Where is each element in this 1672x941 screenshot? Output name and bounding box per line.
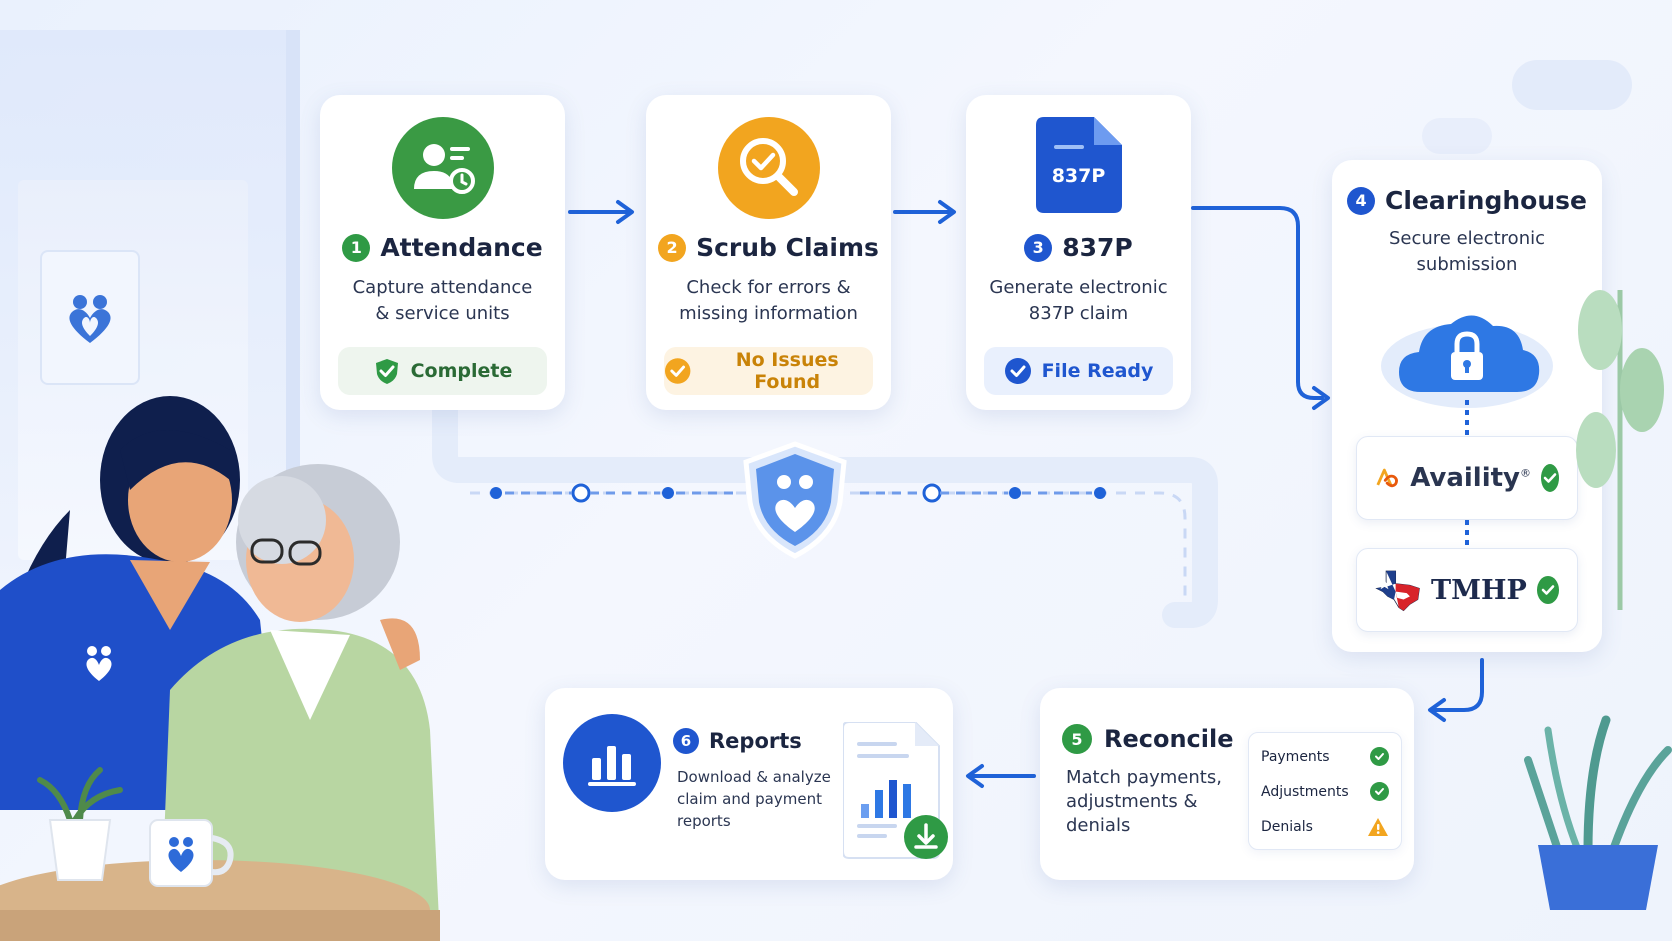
progress-dots — [490, 483, 1106, 503]
step-number-badge: 3 — [1024, 233, 1053, 262]
step-title: Scrub Claims — [696, 233, 879, 262]
magnifier-check-icon — [717, 117, 820, 219]
background-cloud — [1512, 60, 1632, 110]
step-card-scrub-claims[interactable]: 2 Scrub Claims Check for errors &missing… — [646, 95, 891, 410]
check-circle-icon — [1536, 576, 1559, 604]
cloud-lock-icon — [1381, 315, 1553, 408]
partner-name: TMHP — [1431, 574, 1527, 606]
check-circle-icon — [1541, 464, 1559, 492]
wall-logo-sign — [40, 250, 140, 385]
partner-tmhp[interactable]: TMHP — [1356, 548, 1578, 632]
mug-logo-icon — [168, 837, 194, 872]
texas-map-flag-icon — [1375, 570, 1420, 612]
caregiver-and-senior-illustration — [0, 396, 440, 941]
background-plant-illustration — [1576, 290, 1664, 610]
step-description: Check for errors &missing information — [679, 277, 858, 324]
step-number-badge: 2 — [658, 233, 687, 262]
arrow-attendance-to-scrub — [568, 200, 634, 224]
download-icon[interactable] — [903, 814, 949, 860]
background-cloud — [1422, 118, 1492, 154]
step-title: Attendance — [380, 233, 543, 262]
potted-plant-illustration — [1524, 715, 1672, 910]
report-document-download[interactable] — [842, 721, 949, 866]
status-badge-file-ready: File Ready — [984, 347, 1173, 395]
heart-hands-logo-icon — [69, 294, 111, 343]
step-description: Capture attendance& service units — [352, 277, 533, 324]
dotted-connector — [1465, 400, 1469, 436]
arrow-837p-to-clearinghouse — [1191, 206, 1330, 410]
attendance-user-clock-icon — [391, 117, 494, 219]
step-title: Reports — [709, 729, 802, 753]
step-number-badge: 6 — [673, 728, 699, 754]
check-shield-icon — [375, 359, 398, 384]
step-card-reconcile[interactable]: 5 Reconcile Match payments,adjustments &… — [1040, 688, 1414, 880]
partner-availity[interactable]: Availity® — [1356, 436, 1578, 520]
status-badge-no-issues: No Issues Found — [664, 347, 873, 395]
status-badge-complete: Complete — [338, 347, 547, 395]
partner-name: Availity® — [1410, 463, 1531, 493]
table-row: Payments — [1261, 739, 1389, 774]
step-description: Match payments,adjustments &denials — [1066, 767, 1222, 836]
document-837p-icon: 837P — [1035, 117, 1122, 213]
dotted-connector — [1465, 520, 1469, 548]
step-card-attendance[interactable]: 1 Attendance Capture attendance& service… — [320, 95, 565, 410]
arrow-reconcile-to-reports — [966, 764, 1036, 788]
table-row: Denials — [1261, 809, 1389, 844]
step-title: Reconcile — [1104, 725, 1234, 753]
check-circle-icon — [1004, 358, 1031, 384]
uniform-logo-icon — [86, 646, 112, 681]
step-number-badge: 5 — [1062, 724, 1092, 754]
security-shield — [740, 440, 850, 564]
arrow-scrub-to-837p — [893, 200, 956, 224]
step-title: Clearinghouse — [1385, 186, 1587, 215]
check-circle-icon — [1370, 747, 1389, 766]
check-circle-icon — [1370, 782, 1389, 801]
table-row: Adjustments — [1261, 774, 1389, 809]
step-number-badge: 4 — [1347, 186, 1376, 215]
warning-triangle-icon — [1368, 817, 1388, 836]
arrow-clearinghouse-to-reconcile — [1428, 658, 1484, 722]
step-number-badge: 1 — [342, 233, 371, 262]
availity-logo-icon — [1376, 468, 1398, 488]
reconcile-status-table: Payments Adjustments Denials — [1248, 732, 1402, 850]
shield-heart-icon — [743, 441, 847, 559]
step-title: 837P — [1062, 233, 1133, 262]
check-circle-icon — [664, 358, 691, 384]
bar-chart-icon — [563, 714, 661, 812]
